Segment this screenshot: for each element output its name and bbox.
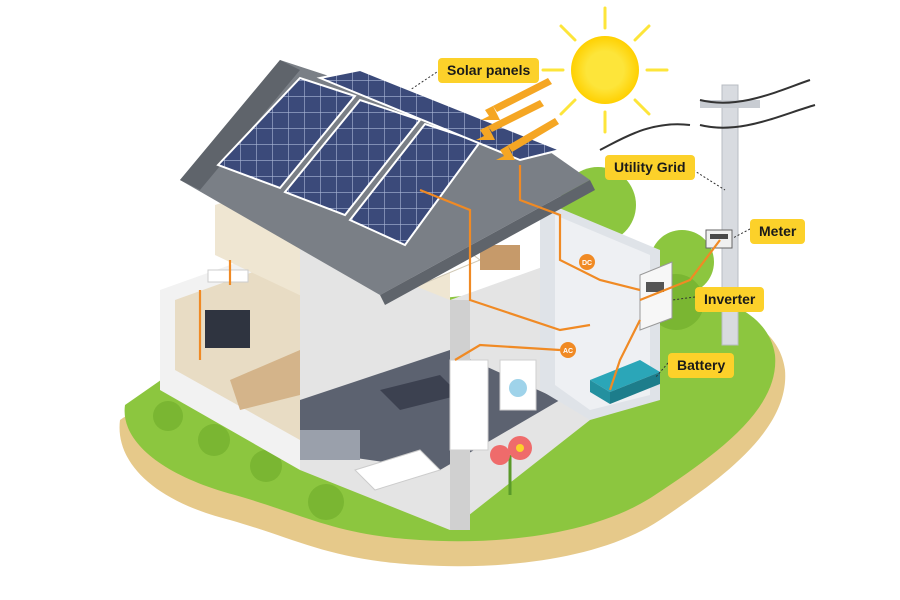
ac-tag: AC xyxy=(560,342,576,358)
label-utility-grid: Utility Grid xyxy=(605,155,695,180)
kitchen-furniture xyxy=(300,359,537,491)
bushes xyxy=(153,401,344,520)
label-battery: Battery xyxy=(668,353,735,378)
svg-text:AC: AC xyxy=(563,348,573,355)
sun-icon xyxy=(541,6,669,134)
flower xyxy=(490,436,532,495)
sunlight-arrows xyxy=(476,78,559,160)
callout-leaders xyxy=(409,69,751,379)
label-meter: Meter xyxy=(750,219,806,244)
label-solar-panels: Solar panels xyxy=(438,58,540,83)
label-inverter: Inverter xyxy=(695,287,765,312)
utility-pole xyxy=(599,79,816,346)
inverter-unit xyxy=(639,261,673,331)
dc-tag: DC xyxy=(579,254,595,270)
wiring xyxy=(198,165,721,391)
svg-text:DC: DC xyxy=(582,260,592,267)
solar-panel-array xyxy=(216,68,564,247)
battery-bank xyxy=(590,360,660,404)
living-room-furniture xyxy=(205,269,300,410)
meter-box xyxy=(705,229,733,249)
